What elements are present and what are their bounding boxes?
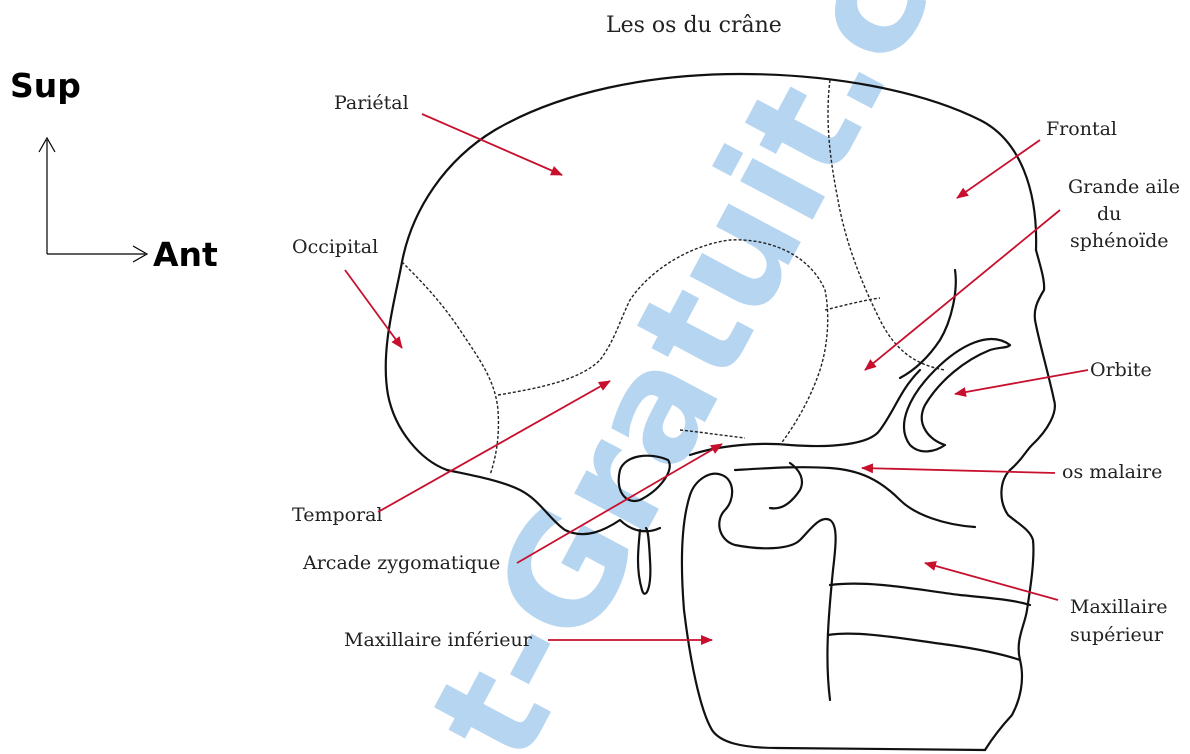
label-maxillaire-inferieur: Maxillaire inférieur [344,629,533,651]
lower-tooth-line [828,634,1020,660]
label-grande-aile-line2: du [1097,203,1121,225]
arrow-os-malaire [862,468,1055,473]
label-arcade-zygomatique: Arcade zygomatique [302,552,500,574]
label-grande-aile-line3: sphénoïde [1070,230,1169,252]
malar-lower-line [735,467,975,527]
lambdoid-suture [402,262,498,475]
mandible-outline [682,474,985,750]
face-profile-outline [985,250,1055,750]
label-grande-aile-line1: Grande aile [1068,176,1180,198]
ant-label: Ant [153,235,218,274]
sup-label: Sup [10,66,81,105]
label-orbite: Orbite [1090,359,1152,381]
orbit-outline [904,339,1010,451]
arrow-orbite [955,370,1088,394]
label-parietal: Pariétal [334,92,409,114]
label-maxillaire-superieur-line2: supérieur [1070,624,1164,646]
orientation-axes: Sup Ant [10,66,218,274]
arrow-parietal [422,114,562,175]
label-temporal: Temporal [292,504,383,526]
arrow-grande-aile [865,210,1060,370]
condyle-line [770,463,802,508]
upper-tooth-line [830,584,1030,605]
arrow-maxillaire-superieur [925,563,1058,600]
label-occipital: Occipital [292,236,378,258]
arrow-frontal [957,140,1040,198]
diagram-title: Les os du crâne [606,13,782,38]
label-maxillaire-superieur-line1: Maxillaire [1070,596,1167,618]
label-os-malaire: os malaire [1062,461,1162,483]
label-frontal: Frontal [1046,118,1117,140]
sphenoid-ridge [900,270,956,378]
